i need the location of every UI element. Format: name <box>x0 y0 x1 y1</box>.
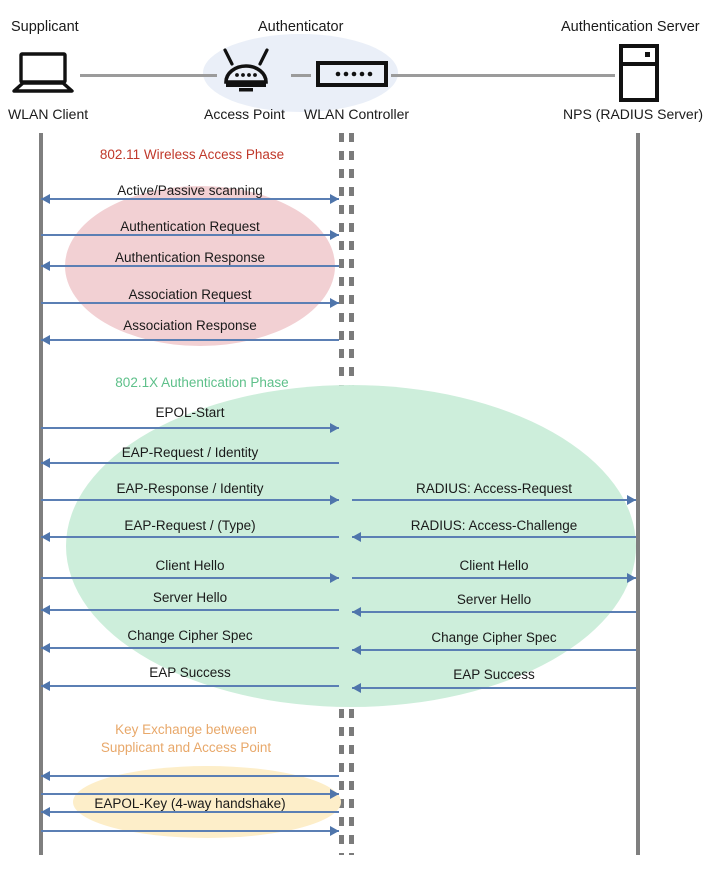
msg-arrowhead-left-11 <box>41 643 50 653</box>
phase-label-8021x: 802.1X Authentication Phase <box>115 375 289 390</box>
msg-label-left-4: Association Response <box>123 318 257 333</box>
controller-icon <box>316 61 388 92</box>
msg-arrowhead-left-0-r <box>330 194 339 204</box>
authenticator-highlight-oval <box>203 34 398 112</box>
msg-line-left-5 <box>41 427 339 429</box>
phase-label-key: Key Exchange between Supplicant and Acce… <box>81 721 291 757</box>
msg-line-left-9 <box>41 577 339 579</box>
msg-label-left-10: Server Hello <box>152 590 228 605</box>
lifeline-auth-server <box>636 133 640 855</box>
msg-arrowhead-left-4 <box>41 335 50 345</box>
msg-arrowhead-left-15 <box>41 807 50 817</box>
msg-label-left-6: EAP-Request / Identity <box>121 445 259 460</box>
connector-client-ap <box>80 74 217 77</box>
msg-label-left-1: Authentication Request <box>120 219 260 234</box>
msg-label-left-3: Association Request <box>128 287 252 302</box>
msg-line-left-2 <box>41 265 339 267</box>
msg-arrowhead-left-6 <box>41 458 50 468</box>
access-point-icon <box>217 48 275 97</box>
msg-arrowhead-right-1 <box>352 532 361 542</box>
connector-ap-controller <box>291 74 311 77</box>
phase-ellipse-key <box>73 766 341 838</box>
msg-arrowhead-left-10 <box>41 605 50 615</box>
msg-label-left-0: Active/Passive scanning <box>117 183 263 198</box>
phase-label-key-line1: Key Exchange between <box>115 722 257 737</box>
msg-line-left-12 <box>41 685 339 687</box>
msg-label-right-3: Server Hello <box>456 592 532 607</box>
msg-arrowhead-right-3 <box>352 607 361 617</box>
msg-line-left-13 <box>41 775 339 777</box>
msg-line-left-15 <box>41 811 339 813</box>
msg-arrowhead-right-0 <box>627 495 636 505</box>
msg-arrowhead-left-5 <box>330 423 339 433</box>
msg-label-left-11: Change Cipher Spec <box>127 628 253 643</box>
msg-line-right-2 <box>352 577 636 579</box>
msg-line-right-0 <box>352 499 636 501</box>
msg-label-right-2: Client Hello <box>459 558 529 573</box>
msg-line-left-0 <box>41 198 339 200</box>
msg-label-right-5: EAP Success <box>453 667 535 682</box>
msg-arrowhead-right-5 <box>352 683 361 693</box>
msg-arrowhead-left-2 <box>41 261 50 271</box>
msg-line-left-3 <box>41 302 339 304</box>
lifeline-supplicant <box>39 133 43 855</box>
msg-line-left-10 <box>41 609 339 611</box>
laptop-icon <box>12 52 74 99</box>
msg-line-right-5 <box>352 687 636 689</box>
msg-arrowhead-left-1 <box>330 230 339 240</box>
phase-label-key-line2: Supplicant and Access Point <box>100 740 272 755</box>
msg-line-left-6 <box>41 462 339 464</box>
actor-role-supplicant: Supplicant <box>11 19 79 35</box>
msg-line-left-1 <box>41 234 339 236</box>
actor-device-access-point: Access Point <box>204 106 285 122</box>
msg-line-left-11 <box>41 647 339 649</box>
phase-label-80211: 802.11 Wireless Access Phase <box>99 147 285 162</box>
msg-arrowhead-left-12 <box>41 681 50 691</box>
connector-controller-server <box>391 74 615 77</box>
msg-line-right-1 <box>352 536 636 538</box>
msg-line-right-4 <box>352 649 636 651</box>
msg-arrowhead-left-0-l <box>41 194 50 204</box>
msg-line-left-7 <box>41 499 339 501</box>
msg-arrowhead-right-2 <box>627 573 636 583</box>
msg-arrowhead-left-8 <box>41 532 50 542</box>
msg-arrowhead-left-13 <box>41 771 50 781</box>
msg-line-right-3 <box>352 611 636 613</box>
actor-device-wlan-client: WLAN Client <box>8 106 89 122</box>
msg-label-left-5: EPOL-Start <box>155 405 225 420</box>
msg-label-right-4: Change Cipher Spec <box>431 630 557 645</box>
msg-arrowhead-left-9 <box>330 573 339 583</box>
msg-line-left-16 <box>41 830 339 832</box>
actor-role-authenticator: Authenticator <box>258 19 344 35</box>
msg-arrowhead-left-14 <box>330 789 339 799</box>
msg-arrowhead-left-16 <box>330 826 339 836</box>
msg-label-right-1: RADIUS: Access-Challenge <box>410 518 578 533</box>
msg-line-left-4 <box>41 339 339 341</box>
msg-label-left-2: Authentication Response <box>114 250 266 265</box>
msg-label-left-7: EAP-Response / Identity <box>116 481 264 496</box>
msg-label-left-8: EAP-Request / (Type) <box>124 518 256 533</box>
msg-label-right-0: RADIUS: Access-Request <box>415 481 573 496</box>
phase-ellipse-8021x <box>66 385 636 707</box>
msg-line-left-8 <box>41 536 339 538</box>
msg-line-left-14 <box>41 793 339 795</box>
actor-role-authentication-server: Authentication Server <box>561 19 700 35</box>
actor-device-wlan-controller: WLAN Controller <box>304 106 410 122</box>
msg-label-left-14: EAPOL-Key (4-way handshake) <box>94 796 286 811</box>
msg-label-left-12: EAP Success <box>149 665 231 680</box>
msg-arrowhead-right-4 <box>352 645 361 655</box>
actor-device-nps-radius: NPS (RADIUS Server) <box>563 106 704 122</box>
msg-label-left-9: Client Hello <box>155 558 225 573</box>
server-icon <box>618 44 660 107</box>
msg-arrowhead-left-7 <box>330 495 339 505</box>
msg-arrowhead-left-3 <box>330 298 339 308</box>
